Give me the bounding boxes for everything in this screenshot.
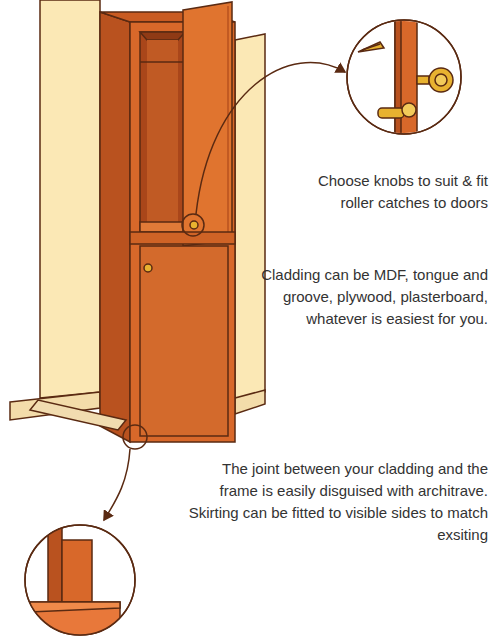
knob-callout-part bbox=[196, 63, 345, 214]
cupboard-part bbox=[140, 222, 185, 232]
knob-callout-part-part bbox=[358, 42, 384, 52]
knob-callout-part bbox=[182, 214, 204, 236]
knob-callout-part-part bbox=[395, 18, 417, 140]
cupboard-part bbox=[144, 264, 152, 272]
knob-callout-part-part bbox=[417, 76, 429, 84]
cupboard-part bbox=[190, 221, 198, 229]
walls-part bbox=[40, 0, 100, 398]
walls-part bbox=[235, 390, 265, 414]
joint-callout-part bbox=[104, 449, 130, 520]
knob-callout-part bbox=[347, 20, 461, 134]
note-text: The joint between your cladding and the … bbox=[188, 458, 488, 546]
knob-callout-part-part bbox=[402, 103, 416, 117]
cupboard-part bbox=[140, 246, 228, 436]
joint-callout-part-part bbox=[48, 520, 62, 602]
knob-callout-part-part bbox=[395, 18, 401, 140]
knob-callout-part-part bbox=[435, 74, 447, 86]
joint-callout-part-part bbox=[30, 602, 120, 612]
note-text: Cladding can be MDF, tongue and groove, … bbox=[256, 264, 488, 330]
joint-callout-part-part bbox=[30, 602, 120, 637]
cupboard-part bbox=[140, 61, 185, 63]
cupboard-part bbox=[100, 12, 130, 442]
joint-callout-part-part bbox=[62, 540, 92, 602]
joint-callout bbox=[25, 425, 147, 637]
knob-callout-part-part bbox=[378, 108, 404, 118]
note-text: Choose knobs to suit & fit roller catche… bbox=[288, 170, 488, 214]
cupboard-part bbox=[130, 232, 235, 244]
joint-callout-part bbox=[30, 520, 120, 637]
cupboard-part bbox=[140, 32, 185, 40]
cupboard-part bbox=[147, 40, 178, 225]
knob-callout-part-part bbox=[362, 44, 380, 50]
loose-skirting-part bbox=[30, 400, 126, 430]
cupboard bbox=[100, 2, 235, 442]
knob-callout-part-part bbox=[429, 68, 453, 92]
cupboard-part bbox=[183, 2, 232, 246]
cupboard-part bbox=[227, 6, 229, 238]
cupboard-part bbox=[140, 32, 185, 232]
loose-skirting bbox=[30, 400, 126, 430]
joint-callout-part bbox=[25, 525, 135, 635]
joint-callout-part bbox=[123, 425, 147, 449]
